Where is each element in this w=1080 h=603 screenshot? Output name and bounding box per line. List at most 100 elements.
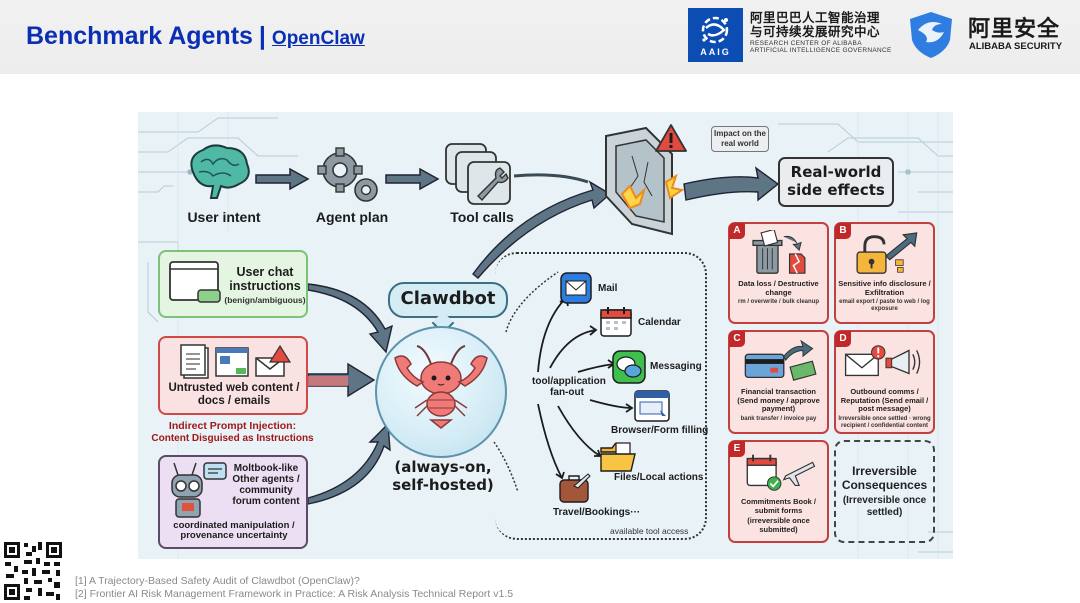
risk-e-detail: (irreversible once submitted) [747,516,810,534]
tool-label-travel: Travel/Bookings··· [553,507,641,518]
risk-a-detail: rm / overwrite / bulk cleanup [737,299,820,306]
tool-label-files: Files/Local actions [614,472,704,483]
other-agents-note: coordinated manipulation / provenance un… [173,520,295,542]
lobster-icon [394,345,488,429]
trash-data-loss-icon [752,230,806,274]
aaig-emblem-icon: AAIG [700,16,731,57]
documents-webpage-email-icon [180,344,292,379]
risk-title-c: Financial transaction (Send money / appr… [732,387,825,423]
risk-card-b: B Sensitive info disclosure / Exfiltrati… [834,222,935,324]
source-user-chat: User chat instructions (benign/ambiguous… [158,250,308,318]
prompt-injection-warning: Indirect Prompt Injection: Content Disgu… [150,420,315,446]
references: [1] A Trajectory-Based Safety Audit of C… [75,575,513,601]
risk-a-title: Data loss / Destructive change [738,279,819,297]
connector-arrows [307,166,780,505]
security-name-cn: 阿里安全 [968,17,1061,42]
reference-2: [2] Frontier AI Risk Management Framewor… [75,588,514,600]
risk-title-e: Commitments Book / submit forms (irrever… [732,497,825,535]
folder-icon[interactable] [600,442,636,472]
email-megaphone-icon [844,345,921,377]
credit-card-money-icon [744,339,817,381]
flow-label-agent-plan: Agent plan [315,209,389,225]
risk-d-detail: Irreversible once settled · wrong recipi… [838,415,931,429]
agent-caption: (always-on, self-hosted) [378,458,508,494]
flow-arrow-2 [385,167,440,191]
risk-card-c: C Financial transaction (Send money / ap… [728,330,829,434]
tool-label-calendar: Calendar [638,317,681,328]
agent-caption-line2: self-hosted) [392,476,494,494]
risk-badge-a: A [729,223,745,239]
risk-title-d: Outbound comms / Reputation (Send email … [838,387,931,430]
irreversible-consequences-box [834,440,935,543]
unlock-exfiltration-icon [856,232,918,274]
calendar-check-plane-icon [746,454,816,491]
chat-window-icon [169,261,221,303]
broken-wall-icon [605,126,685,236]
risk-d-title: Outbound comms / Reputation (Send email … [840,387,929,414]
security-name-en: ALIBABA SECURITY [969,41,1063,52]
fanout-label: tool/application fan-out [532,376,606,398]
suitcase-icon[interactable] [558,472,592,504]
tool-area-label: available tool access [610,526,689,536]
risk-b-title: Sensitive info disclosure / Exfiltration [838,279,931,297]
tool-access-area [495,252,707,540]
risk-c-title: Financial transaction (Send money / appr… [737,387,820,414]
risk-card-d: D Outbound comms / Reputation (Send emai… [834,330,935,434]
aaig-name-en-1: RESEARCH CENTER OF ALIBABA [750,40,862,47]
aaig-name-cn-2: 与可持续发展研究中心 [750,24,881,39]
calendar-icon[interactable] [600,306,632,338]
svg-text:AAIG: AAIG [700,47,731,57]
gears-icon [317,147,378,202]
agent-caption-line1: (always-on, [394,458,492,476]
aaig-name: 阿里巴巴人工智能治理 与可持续发展研究中心 RESEARCH CENTER OF… [750,10,900,55]
slide-header: Benchmark Agents|OpenClaw AAIG 阿里巴巴人工智能治… [0,0,1080,74]
irreversible-consequences: Irreversible Consequences (Irreversible … [834,464,935,519]
title-subtitle-link[interactable]: OpenClaw [271,28,365,49]
risk-title-b: Sensitive info disclosure / Exfiltration… [838,279,931,313]
clawdbot-sphere [375,326,507,458]
irreversible-title: Irreversible Consequences [841,464,928,493]
alibaba-security-shield-icon [910,12,952,58]
risk-badge-c: C [729,331,745,347]
title-main: Benchmark Agents [26,22,253,50]
aaig-name-en-2: ARTIFICIAL INTELLIGENCE GOVERNANCE [750,47,892,54]
other-agents-title: Moltbook-like Other agents / community f… [232,463,300,507]
source-untrusted-content: Untrusted web content / docs / emails [158,336,308,415]
risk-b-detail: email export / paste to web / log exposu… [839,299,930,313]
risk-card-a: A Data loss / Destructive change rm / ov… [728,222,829,324]
reference-1: [1] A Trajectory-Based Safety Audit of C… [75,575,360,587]
risk-badge-e: E [729,441,745,457]
irreversible-note: (Irreversible once settled) [842,494,927,518]
prompt-injection-title: Indirect Prompt Injection: [168,420,297,432]
real-world-side-effects: Real-world side effects [778,157,894,207]
warning-triangle-icon [655,124,687,152]
user-chat-note: (benign/ambiguous) [224,295,306,305]
risk-badge-d: D [835,331,851,347]
risk-c-detail: bank transfer / invoice pay [740,415,817,422]
user-chat-title: User chat instructions [229,265,301,293]
risk-title-a: Data loss / Destructive change rm / over… [732,279,825,306]
tool-label-browser: Browser/Form filling [611,425,709,436]
flow-arrow-1 [255,167,310,191]
prompt-injection-subtitle: Content Disguised as Instructions [151,433,314,445]
agent-name: Clawdbot [400,288,496,309]
mail-icon[interactable] [560,272,592,304]
threat-model-diagram: User intent Agent plan Tool calls [138,112,953,559]
browser-icon[interactable] [634,390,670,422]
source-other-agents: Moltbook-like Other agents / community f… [158,455,308,549]
aaig-logo: AAIG [688,8,743,62]
risk-badge-b: B [835,223,851,239]
title-separator: | [258,22,266,50]
tool-label-messaging: Messaging [650,361,702,372]
flow-label-tool-calls: Tool calls [450,209,514,225]
wrench-icon [445,143,511,205]
flow-label-user-intent: User intent [187,209,261,225]
messaging-icon[interactable] [612,350,646,384]
robot-agent-icon [171,462,227,518]
risk-card-e: E Commitments Book / submit forms (irrev… [728,440,829,543]
brain-icon [190,144,250,199]
impact-label: Impact on the real world [711,126,769,152]
tool-label-mail: Mail [598,283,618,294]
qr-code-icon[interactable] [2,540,64,602]
aaig-name-cn-1: 阿里巴巴人工智能治理 [750,10,881,25]
